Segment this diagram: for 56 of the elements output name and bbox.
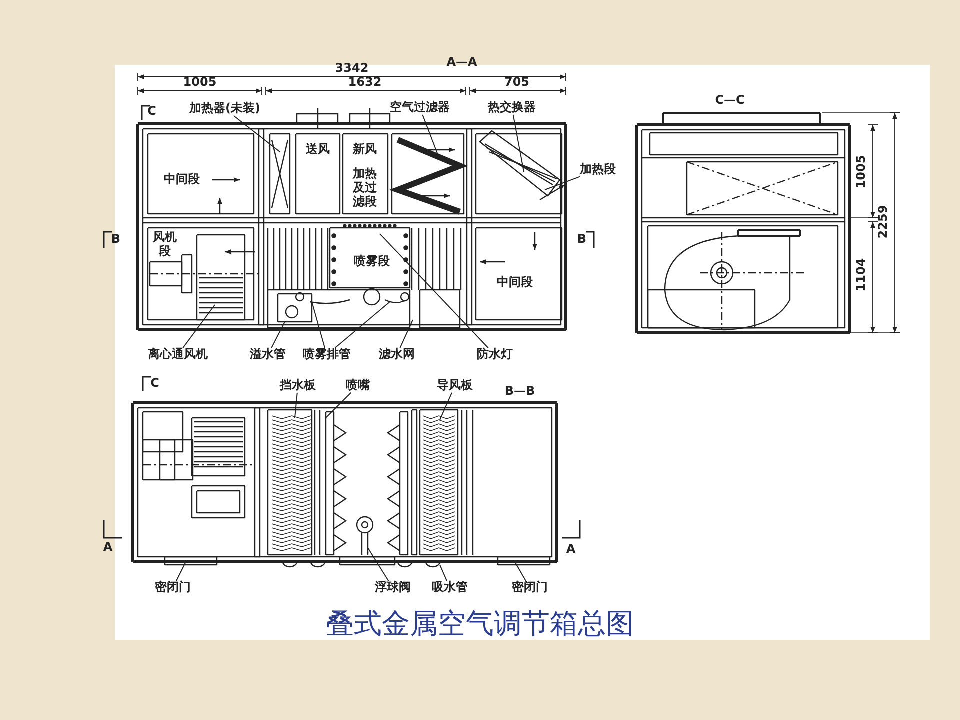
section-label: 送风 — [306, 143, 330, 157]
section-label: C — [150, 377, 160, 391]
part-label: 密闭门 — [155, 581, 191, 595]
section-label: 风机段 — [152, 231, 178, 259]
dimension-label: 2259 — [877, 205, 891, 239]
leader-line — [312, 302, 326, 349]
part-label: 加热器(未装) — [190, 102, 260, 116]
part-label: 密闭门 — [512, 581, 548, 595]
leader-line — [233, 115, 280, 152]
section-label: C — [148, 105, 156, 119]
leader-line — [176, 562, 186, 582]
section-label: A — [103, 541, 113, 555]
part-label: 喷嘴 — [346, 379, 370, 393]
leader-line — [400, 320, 414, 349]
part-label: 离心通风机 — [148, 348, 208, 362]
part-label: 浮球阀 — [375, 581, 411, 595]
dimension-label: 1104 — [855, 258, 869, 292]
section-label: B — [111, 233, 121, 247]
leader-line — [512, 114, 524, 172]
leader-line — [182, 304, 216, 349]
dimension-label: 1005 — [855, 155, 869, 189]
leader-line — [368, 548, 390, 582]
leader-line — [326, 392, 352, 418]
part-label: 热交换器 — [488, 101, 536, 115]
dimension-label: 1005 — [183, 76, 217, 90]
leader-line — [271, 322, 286, 349]
leader-line — [294, 392, 298, 418]
section-label: 新风 — [353, 143, 377, 157]
part-label: 溢水管 — [250, 348, 286, 362]
dimension-label: 1632 — [348, 76, 382, 90]
part-label: 吸水管 — [432, 581, 468, 595]
part-label: 导风板 — [437, 379, 473, 393]
dimension-label: 705 — [504, 76, 530, 90]
section-label: 喷雾段 — [354, 255, 390, 269]
dimension-label: 3342 — [335, 62, 369, 76]
leader-line — [334, 302, 390, 349]
leader-line — [440, 564, 448, 582]
leader-line — [440, 392, 452, 420]
part-label: 空气过滤器 — [390, 101, 450, 115]
leader-line — [380, 234, 489, 349]
section-label: C—C — [715, 94, 745, 108]
leader-line — [514, 562, 526, 582]
section-label: B — [577, 233, 587, 247]
part-label: 挡水板 — [280, 379, 316, 393]
part-label: 滤水网 — [379, 348, 415, 362]
section-label: B—B — [504, 385, 536, 399]
title: 叠式金属空气调节箱总图 — [326, 606, 634, 642]
section-label: A—A — [446, 56, 478, 70]
section-label: 中间段 — [164, 173, 200, 187]
section-label: A — [566, 543, 576, 557]
part-label: 加热段 — [580, 163, 616, 177]
section-label: 中间段 — [497, 276, 533, 290]
leader-line — [544, 176, 580, 190]
section-label: 加热及过滤段 — [352, 167, 378, 209]
part-label: 喷雾排管 — [303, 348, 351, 362]
part-label: 防水灯 — [477, 348, 513, 362]
